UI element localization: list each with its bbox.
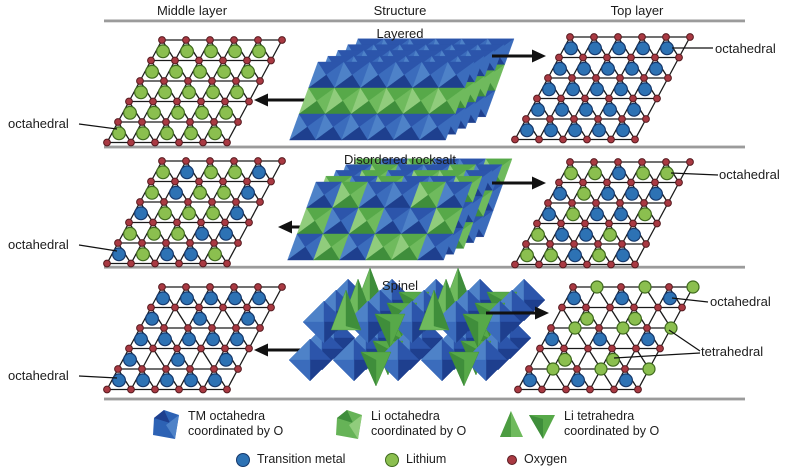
lattice-spinel_top (514, 280, 700, 394)
legend-li-octahedra-line2: coordinated by O (371, 424, 467, 438)
label-octahedral-row1-right: octahedral (715, 41, 776, 56)
label-connectors (78, 47, 719, 379)
divider-top (104, 19, 745, 23)
header-top-layer: Top layer (610, 3, 664, 18)
arrowhead-spinel-left (254, 343, 268, 357)
legend-li-tetrahedra-line1: Li tetrahedra (564, 409, 635, 423)
legend-li-tetrahedra: Li tetrahedra coordinated by O (564, 409, 659, 439)
tm-octahedron-facet-light (166, 415, 179, 439)
structures-layer (287, 38, 546, 387)
label-tetrahedral-row3-right: tetrahedral (701, 344, 764, 359)
connector-octahedral-row3-right (671, 297, 709, 303)
lithium-dot (385, 453, 399, 467)
li-tetrahedra-icon (500, 411, 555, 439)
legend-lithium: Lithium (406, 452, 447, 466)
lattice-layered_top (511, 33, 694, 144)
tm-octahedron-icon (153, 410, 179, 439)
row-title-layered: Layered (376, 26, 424, 41)
connector-octahedral-row2-left (78, 244, 118, 252)
arrowhead-rocksalt-right (532, 176, 546, 190)
li-tetrahedron-down-facet (529, 415, 543, 439)
connector-tetrahedral-site (613, 352, 701, 359)
lattice-layered_middle (103, 36, 286, 147)
legend-tm-octahedra: TM octahedra coordinated by O (188, 409, 283, 439)
arrowhead-rocksalt-left (278, 220, 292, 234)
li-octahedron-facet-light (349, 415, 362, 439)
legend-tm-octahedra-line1: TM octahedra (188, 409, 266, 423)
legend-li-tetrahedra-line2: coordinated by O (564, 424, 660, 438)
row-title-spinel: Spinel (381, 278, 419, 293)
legend-oxygen: Oxygen (524, 452, 568, 466)
lattice-rocksalt_middle (103, 157, 286, 268)
dividers (104, 19, 745, 401)
structure-layered (289, 38, 515, 141)
arrowhead-layered-left (254, 93, 268, 107)
divider-legend (104, 397, 745, 401)
legend-li-octahedra: Li octahedra coordinated by O (371, 409, 466, 439)
legend-transition-metal: Transition metal (257, 452, 346, 466)
li-octahedron-facet-dark (337, 410, 353, 423)
arrowhead-layered-right (532, 49, 546, 63)
label-octahedral-row2-right: octahedral (719, 167, 780, 182)
lattices-layer (103, 33, 700, 394)
connector-octahedral-row3-left (78, 375, 118, 379)
label-octahedral-row2-left: octahedral (8, 237, 69, 252)
header-middle-layer: Middle layer (156, 3, 228, 18)
structure-spinel (288, 267, 546, 387)
connector-octahedral-row2-right (670, 172, 719, 176)
label-octahedral-row3-left: octahedral (8, 368, 69, 383)
right-arrows (486, 49, 549, 320)
header-structure: Structure (373, 3, 427, 18)
connector-octahedral-row1-left (78, 123, 118, 130)
legend-li-octahedra-line1: Li octahedra (371, 409, 440, 423)
label-octahedral-row3-right: octahedral (710, 294, 771, 309)
structure-disordered-rocksalt (287, 158, 513, 261)
li-octahedron-icon (336, 410, 362, 439)
transition-metal-dot (236, 453, 250, 467)
row-title-disordered-rocksalt: Disordered rocksalt (344, 152, 456, 167)
divider-row1-row2 (104, 145, 745, 149)
arrowhead-spinel-right (535, 306, 549, 320)
lattice-rocksalt_top (511, 158, 694, 269)
li-tetrahedron-up-facet (500, 411, 511, 437)
oxygen-dot (507, 455, 517, 465)
connector-tetrahedral-vertex (668, 329, 701, 352)
legend-tm-octahedra-line2: coordinated by O (188, 424, 284, 438)
label-octahedral-row1-left: octahedral (8, 116, 69, 131)
tm-octahedron-facet-dark (154, 410, 170, 423)
divider-row2-row3 (104, 265, 745, 269)
lattice-spinel_middle (103, 283, 286, 394)
